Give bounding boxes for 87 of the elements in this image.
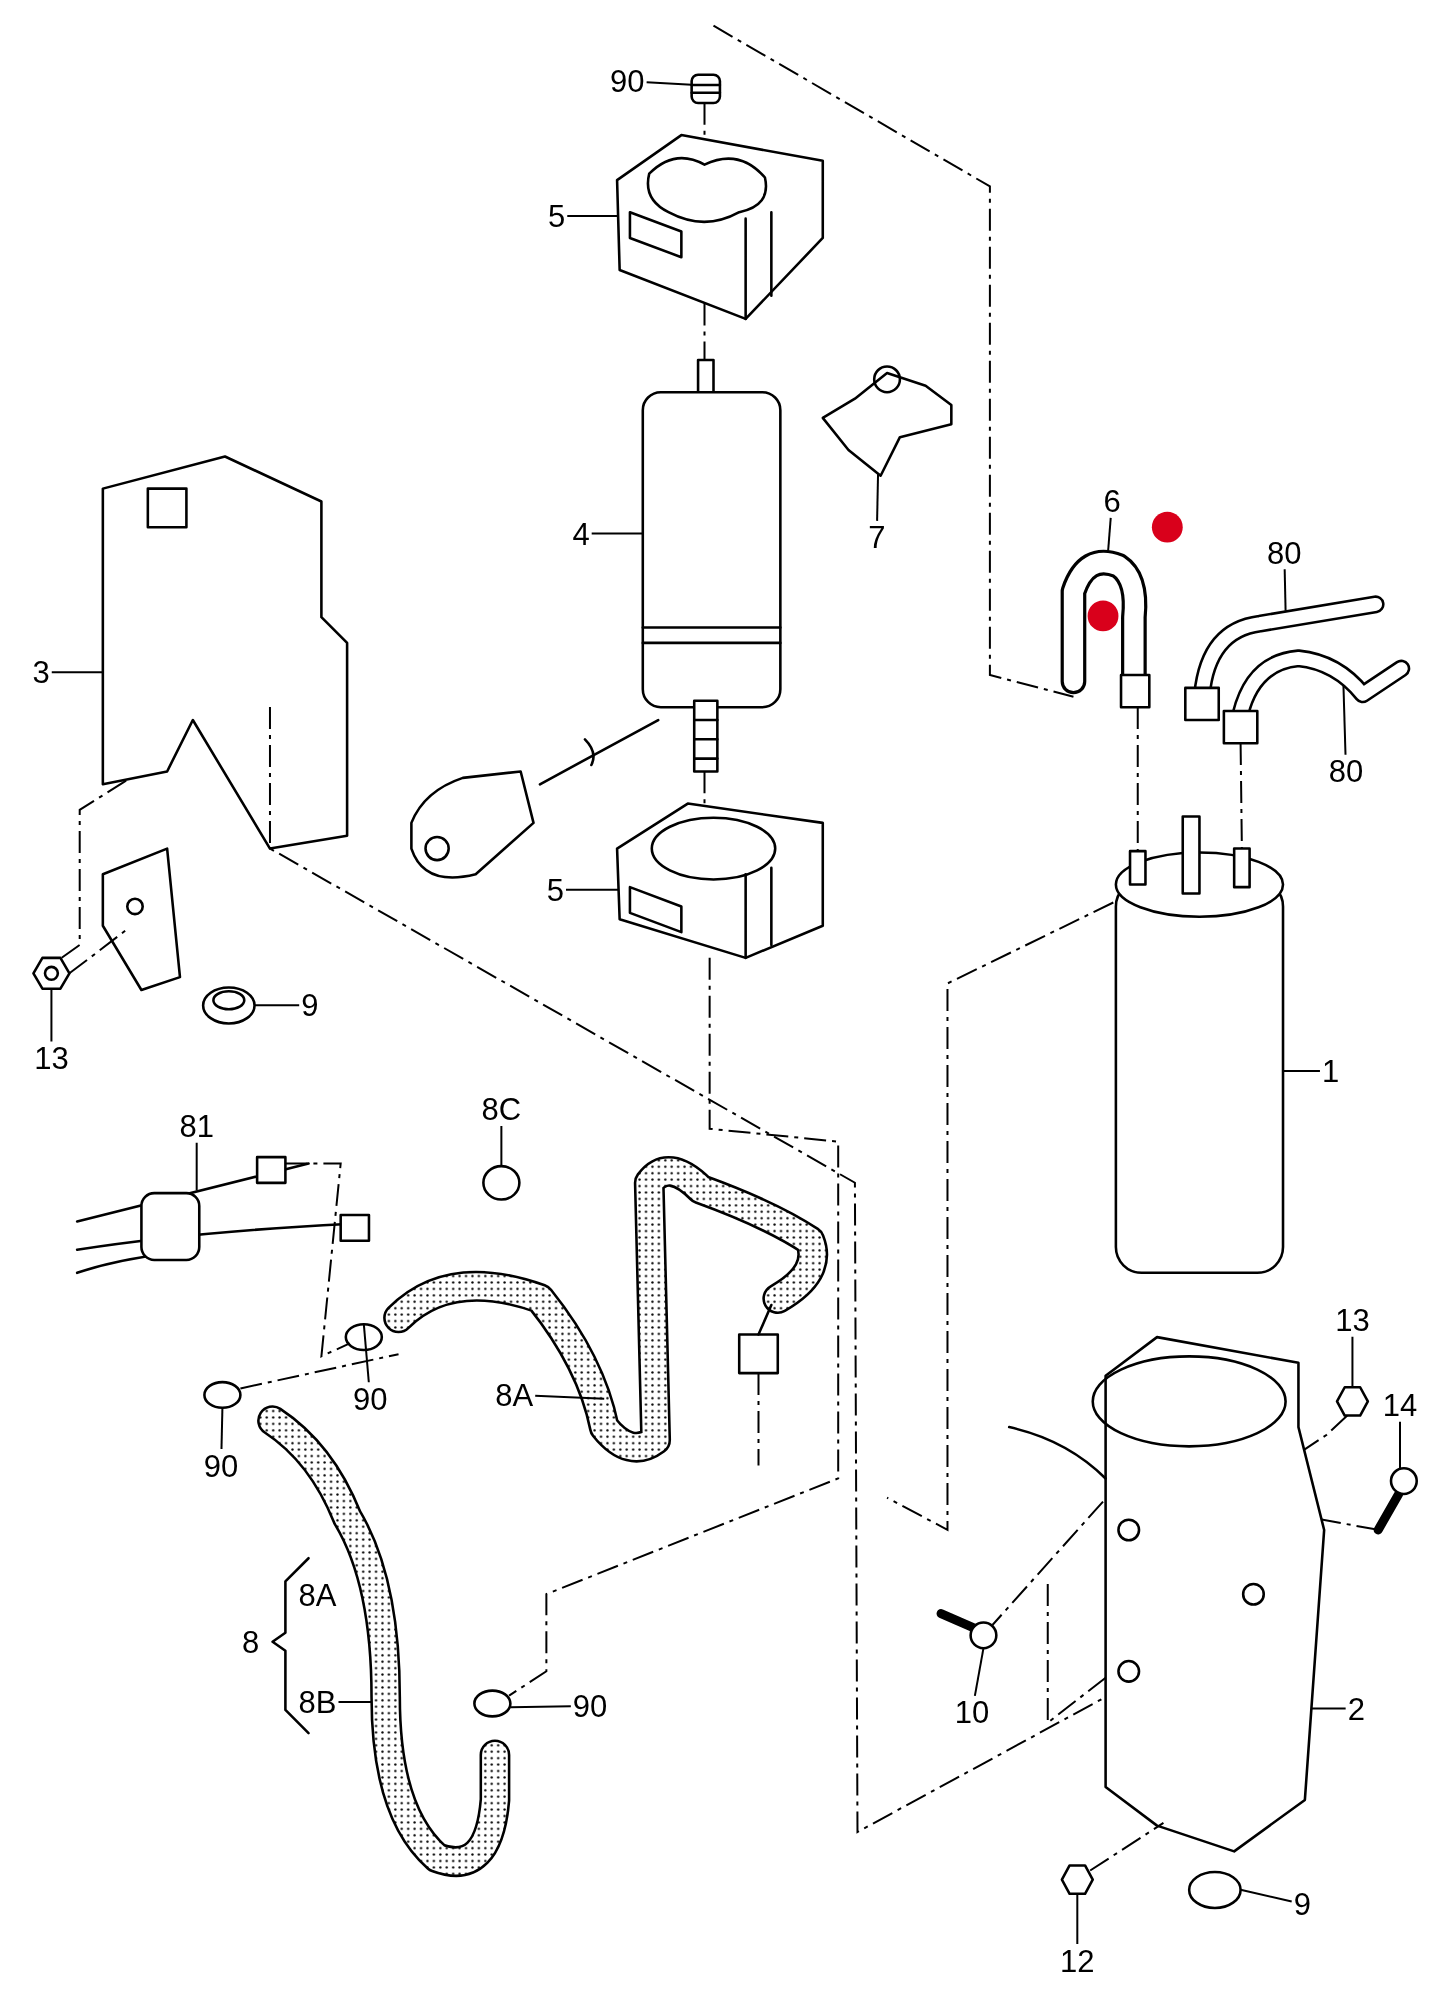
leader-line xyxy=(509,1705,572,1709)
leader-line xyxy=(50,988,53,1043)
callout-number: 1 xyxy=(1319,1054,1342,1088)
hose-clamp-drawing xyxy=(203,1380,242,1410)
leader-line xyxy=(645,81,693,86)
bolt-drawing xyxy=(936,1609,998,1650)
callout-number: 8 xyxy=(240,1625,262,1659)
callout-number: 8B xyxy=(296,1685,339,1719)
rubber-mount-drawing xyxy=(615,802,825,960)
assembly-line xyxy=(1089,1821,1165,1872)
assembly-line xyxy=(886,901,1115,1532)
assembly-line xyxy=(1302,1414,1349,1452)
callout-number: 4 xyxy=(570,517,592,550)
callout-number: 3 xyxy=(30,655,52,689)
callout-number: 80 xyxy=(1265,536,1304,570)
assembly-line xyxy=(712,24,1075,698)
callout-number: 81 xyxy=(177,1109,216,1143)
hose-clamp-drawing xyxy=(690,73,722,105)
callout-number: 8A xyxy=(296,1578,339,1612)
callout-number: 13 xyxy=(1333,1303,1372,1337)
leader-line xyxy=(50,671,104,674)
callout-number: 90 xyxy=(351,1382,390,1416)
callout-number: 9 xyxy=(299,988,321,1022)
callout-number: 10 xyxy=(952,1695,992,1729)
callout-number: 90 xyxy=(608,64,647,98)
leader-line xyxy=(1310,1707,1347,1710)
callout-number: 5 xyxy=(544,873,566,907)
callout-number: 80 xyxy=(1326,754,1366,788)
clip-drawing xyxy=(201,986,256,1025)
leader-line xyxy=(500,1124,503,1168)
callout-number: 7 xyxy=(866,520,888,554)
fuel-filter-drawing xyxy=(1114,815,1285,1275)
assembly-line xyxy=(60,778,130,959)
leader-line xyxy=(1239,1888,1293,1903)
nut-drawing xyxy=(1060,1864,1095,1896)
leader-line xyxy=(220,1406,224,1451)
fuel-line-drawing xyxy=(1222,649,1411,745)
nut-drawing xyxy=(32,956,71,990)
holder-drawing xyxy=(1007,1335,1326,1853)
leader-line xyxy=(337,1701,373,1704)
fuel-line-drawing xyxy=(75,1155,371,1275)
rubber-mount-drawing xyxy=(615,133,825,321)
callout-number: 5 xyxy=(546,199,568,233)
assembly-line xyxy=(1136,706,1139,853)
clip-drawing xyxy=(821,365,953,478)
leader-line xyxy=(1283,568,1287,612)
bolt-drawing xyxy=(1373,1466,1418,1535)
hose-clamp-drawing xyxy=(344,1322,384,1352)
leader-line xyxy=(876,472,880,522)
assembly-line xyxy=(239,1353,400,1390)
leader-line xyxy=(566,214,620,217)
callout-number: 2 xyxy=(1345,1692,1367,1726)
leader-line xyxy=(1107,516,1112,552)
callout-number: 9 xyxy=(1291,1887,1313,1921)
holder-drawing xyxy=(101,455,349,992)
leader-line xyxy=(1351,1335,1354,1389)
assembly-line xyxy=(703,302,706,361)
leader-line xyxy=(195,1141,198,1192)
callout-number: 6 xyxy=(1101,484,1123,518)
leader-line xyxy=(253,1004,301,1007)
callout-number: 14 xyxy=(1380,1388,1420,1422)
callout-number: 8C xyxy=(479,1092,524,1126)
leader-line xyxy=(1399,1420,1401,1470)
leader-line xyxy=(1342,684,1347,756)
leader-line xyxy=(1282,1069,1321,1072)
clip-drawing xyxy=(482,1164,521,1201)
callout-number: 8A xyxy=(493,1378,536,1412)
callout-number: 13 xyxy=(32,1041,71,1075)
callout-number: 90 xyxy=(570,1689,610,1723)
leader-line xyxy=(590,532,644,535)
callout-number: 90 xyxy=(201,1449,241,1483)
hose-drawing xyxy=(1060,549,1151,709)
leader-line xyxy=(973,1647,985,1697)
assembly-line xyxy=(991,1500,1105,1626)
callout-number: 12 xyxy=(1058,1944,1097,1977)
fuel-pump-drawing xyxy=(641,358,782,773)
leader-line xyxy=(565,888,620,891)
leader-line xyxy=(1076,1892,1079,1945)
assembly-line xyxy=(757,1372,760,1467)
assembly-line xyxy=(284,1162,351,1358)
leader-line xyxy=(362,1323,370,1384)
leader-line xyxy=(534,1394,606,1400)
clip-drawing xyxy=(1187,1870,1242,1910)
assembly-line xyxy=(508,956,840,1697)
assembly-line xyxy=(1239,742,1243,850)
nut-drawing xyxy=(1335,1385,1370,1417)
fuel-line-drawing xyxy=(1184,595,1385,722)
